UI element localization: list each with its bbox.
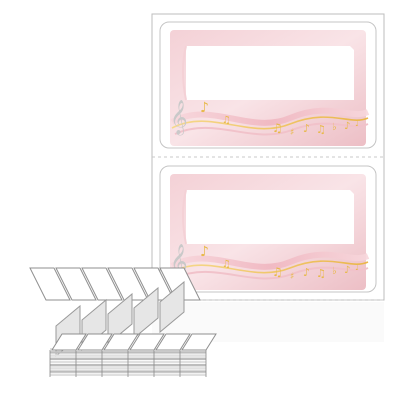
sharp-icon: ♯ <box>290 272 294 282</box>
music-note-icon: ♫ <box>316 267 326 280</box>
music-note-icon: ♪ <box>200 244 209 260</box>
label-writing-area <box>186 190 354 244</box>
music-note-icon: ♪ <box>344 121 350 132</box>
ribbon-swirl <box>170 107 370 126</box>
music-note-icon: ♫ <box>222 115 231 126</box>
sharp-icon: ♯ <box>290 128 294 138</box>
stack-label <box>81 267 123 301</box>
music-note-icon: ♫ <box>222 259 231 270</box>
music-note-icon: ♪ <box>200 100 209 116</box>
stack-label <box>55 267 97 301</box>
music-note-icon: ♫ <box>316 123 326 136</box>
stack-label <box>159 267 201 301</box>
treble-clef-icon: 𝄞 <box>170 100 188 136</box>
music-note-icon: ♪ <box>303 122 310 135</box>
music-note-icon: ♫ <box>272 121 283 135</box>
ribbon-swirl <box>170 251 370 270</box>
gold-swirl <box>171 260 369 274</box>
music-note-icon: ♪ <box>344 265 350 276</box>
label-writing-area <box>186 46 354 100</box>
label-top[interactable]: 𝄞 ♪ ♫ ♫ ♯ ♪ ♫ ♭ ♪ ♩ <box>159 21 377 149</box>
stack-label <box>133 286 159 340</box>
music-note-icon: ♩ <box>355 119 359 128</box>
stack-pile <box>49 333 217 377</box>
stack-label <box>159 280 185 334</box>
music-note-icon: ♩ <box>355 263 359 272</box>
flat-icon: ♭ <box>332 122 337 133</box>
stack-top-layer <box>29 267 201 301</box>
gold-swirl <box>171 116 369 130</box>
music-note-icon: ♪ <box>303 266 310 279</box>
label-bottom[interactable]: 𝄞 ♪ ♫ ♫ ♯ ♪ ♫ ♭ ♪ ♩ <box>159 165 377 293</box>
label-stack <box>29 267 217 377</box>
flat-icon: ♭ <box>332 266 337 277</box>
music-note-icon: ♫ <box>272 265 283 279</box>
stack-label <box>29 267 71 301</box>
